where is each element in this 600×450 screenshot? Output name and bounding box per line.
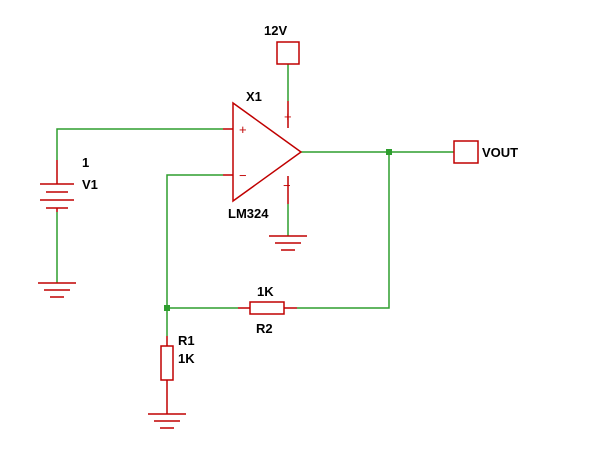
r1-ref-label: R1: [178, 333, 195, 348]
opamp-x1-symbol: [232, 101, 303, 203]
r2-ref-label: R2: [256, 321, 273, 336]
ground-symbol-opamp: [269, 235, 307, 251]
wire-inverting-input-to-node: [166, 174, 223, 308]
supply-label: 12V: [264, 23, 287, 38]
wires: [56, 64, 454, 336]
opamp-inverting-sign: −: [239, 168, 247, 183]
opamp-part-label: LM324: [228, 206, 269, 221]
components: [38, 41, 479, 429]
opamp-ref-label: X1: [246, 89, 262, 104]
source-ref-label: V1: [82, 177, 98, 192]
opamp-supply-minus-sign: −: [283, 178, 291, 193]
junction-node-output: [386, 149, 392, 155]
output-label: VOUT: [482, 145, 518, 160]
ground-symbol-r1: [148, 398, 186, 429]
opamp-supply-plus-sign: +: [284, 109, 292, 124]
r1-value-label: 1K: [178, 351, 195, 366]
source-value-label: 1: [82, 155, 89, 170]
junction-node-inverting: [164, 305, 170, 311]
wire-feedback-output-node-down: [297, 152, 390, 309]
resistor-r1-symbol: [160, 336, 174, 398]
opamp-noninverting-sign: +: [239, 122, 247, 137]
r2-value-label: 1K: [257, 284, 274, 299]
supply-port-12v: [276, 41, 300, 65]
wire-v1-to-noninverting-input: [56, 128, 223, 160]
ground-symbol-v1: [38, 282, 76, 298]
output-port-vout: [453, 140, 479, 164]
battery-v1-symbol: [40, 160, 74, 212]
resistor-r2-symbol: [238, 301, 297, 315]
